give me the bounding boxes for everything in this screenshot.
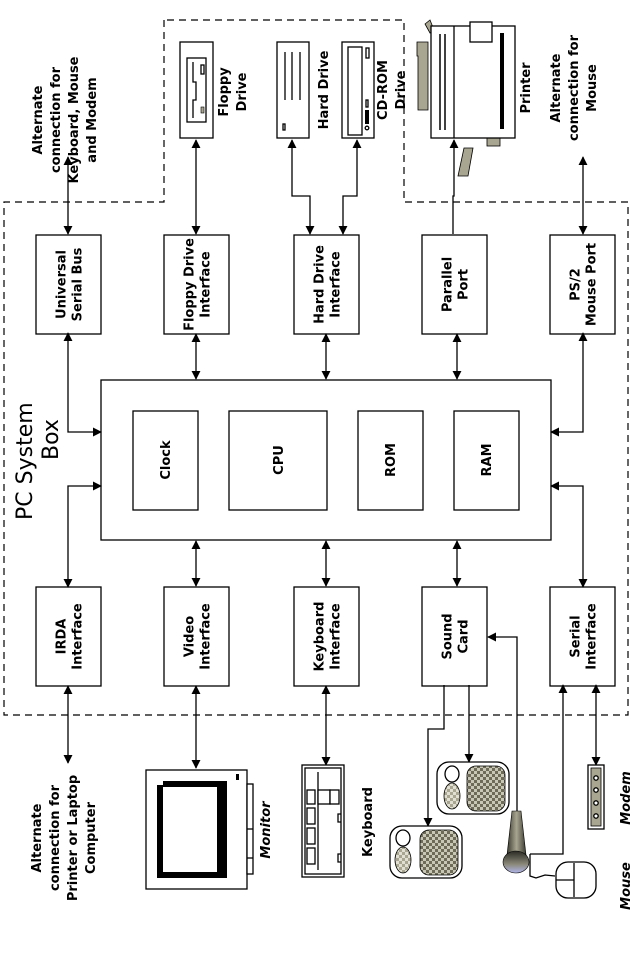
ps2-bus-link — [550, 332, 588, 437]
svg-text:Drive: Drive — [394, 70, 409, 109]
top-interface-label: Interface — [329, 251, 344, 318]
top-interface-label: Interface — [199, 251, 214, 318]
irda-alternate-note: Alternate connection for Printer or Lapt… — [30, 775, 99, 901]
top-interface-label: Parallel — [441, 257, 456, 312]
svg-text:Printer or Laptop: Printer or Laptop — [66, 775, 81, 901]
bottom-interface-label: Video — [183, 616, 198, 657]
core-clock: Clock — [132, 410, 199, 511]
svg-text:Monitor: Monitor — [259, 800, 274, 859]
hard-drive-icon — [276, 41, 310, 139]
floppy-drive-label: Floppy Drive — [217, 67, 250, 117]
cdrom-drive-icon — [341, 41, 375, 139]
bottom-interface-label: IRDA — [55, 619, 70, 655]
monitor-label: Monitor — [259, 800, 274, 859]
svg-text:Box: Box — [39, 419, 64, 460]
svg-text:Keyboard, Mouse: Keyboard, Mouse — [67, 56, 82, 183]
svg-text:Computer: Computer — [84, 801, 99, 874]
mouse-icon — [529, 854, 597, 899]
svg-text:Floppy: Floppy — [217, 67, 232, 117]
top-interface-label: Port — [457, 269, 472, 300]
svg-text:PC System: PC System — [13, 402, 38, 520]
monitor-icon — [145, 769, 254, 890]
svg-text:Clock: Clock — [159, 440, 174, 480]
microphone-icon — [502, 810, 530, 874]
hard-drive-link — [287, 139, 315, 235]
svg-text:CPU: CPU — [272, 445, 287, 475]
mouse-label: Mouse — [619, 862, 634, 910]
hard-drive-label: Hard Drive — [317, 50, 332, 129]
top-interface-label: Universal — [55, 250, 70, 319]
usb-bus-link — [63, 332, 102, 437]
svg-text:and Modem: and Modem — [85, 77, 100, 162]
microphone-link — [487, 632, 518, 811]
bottom-interface-label: Serial — [569, 615, 584, 657]
svg-text:RAM: RAM — [480, 443, 495, 476]
cdrom-link — [338, 139, 362, 235]
svg-text:Printer: Printer — [519, 62, 534, 114]
serial-bus-link — [550, 481, 588, 588]
system-box-label: PC System Box — [13, 402, 64, 520]
modem-icon — [587, 764, 605, 830]
printer-icon — [416, 19, 516, 177]
svg-text:Alternate: Alternate — [549, 53, 564, 122]
svg-text:Alternate: Alternate — [30, 803, 45, 872]
core-rom: ROM — [357, 410, 424, 511]
top-interface-label: Mouse Port — [585, 243, 600, 326]
printer-label: Printer — [519, 62, 534, 114]
svg-text:Mouse: Mouse — [619, 862, 634, 910]
svg-text:Keyboard: Keyboard — [361, 787, 376, 857]
bottom-interface-label: Keyboard — [313, 602, 328, 672]
svg-text:connection for: connection for — [48, 784, 63, 891]
bottom-interface-label: Interface — [71, 603, 86, 670]
floppy-drive-icon — [179, 41, 214, 139]
core-cpu: CPU — [228, 410, 328, 511]
speaker-icon — [436, 761, 510, 815]
keyboard-icon — [301, 764, 345, 878]
svg-text:Alternate: Alternate — [31, 85, 46, 154]
cdrom-drive-label: CD-ROM Drive — [376, 60, 409, 120]
svg-text:ROM: ROM — [384, 443, 399, 477]
svg-text:connection for: connection for — [49, 66, 64, 173]
keyboard-label: Keyboard — [361, 787, 376, 857]
mouse-link — [530, 684, 568, 855]
core-ram: RAM — [453, 410, 520, 511]
top-interface-label: Hard Drive — [313, 245, 328, 324]
top-interface-label: Serial Bus — [71, 247, 86, 321]
mouse-alternate-note: Alternate connection for Mouse — [549, 34, 600, 141]
speaker-icon — [389, 825, 463, 879]
svg-text:connection for: connection for — [567, 34, 582, 141]
svg-text:Hard Drive: Hard Drive — [317, 50, 332, 129]
usb-alternate-note: Alternate connection for Keyboard, Mouse… — [31, 56, 100, 183]
top-interface-label: PS/2 — [569, 268, 584, 301]
speaker-left-link — [423, 685, 445, 827]
printer-link — [449, 139, 459, 234]
svg-text:CD-ROM: CD-ROM — [376, 60, 391, 120]
bottom-interface-label: Interface — [585, 603, 600, 670]
svg-text:Mouse: Mouse — [585, 64, 600, 112]
bottom-interface-label: Sound — [441, 613, 456, 659]
bottom-interface-label: Interface — [199, 603, 214, 670]
irda-bus-link — [63, 481, 102, 588]
svg-text:Drive: Drive — [235, 72, 250, 111]
modem-label: Modem — [619, 771, 634, 825]
bottom-interface-label: Interface — [329, 603, 344, 670]
svg-text:Modem: Modem — [619, 771, 634, 825]
system-box-outline — [3, 19, 629, 716]
top-interface-label: Floppy Drive — [183, 238, 198, 331]
bottom-interface-label: Card — [457, 619, 472, 653]
